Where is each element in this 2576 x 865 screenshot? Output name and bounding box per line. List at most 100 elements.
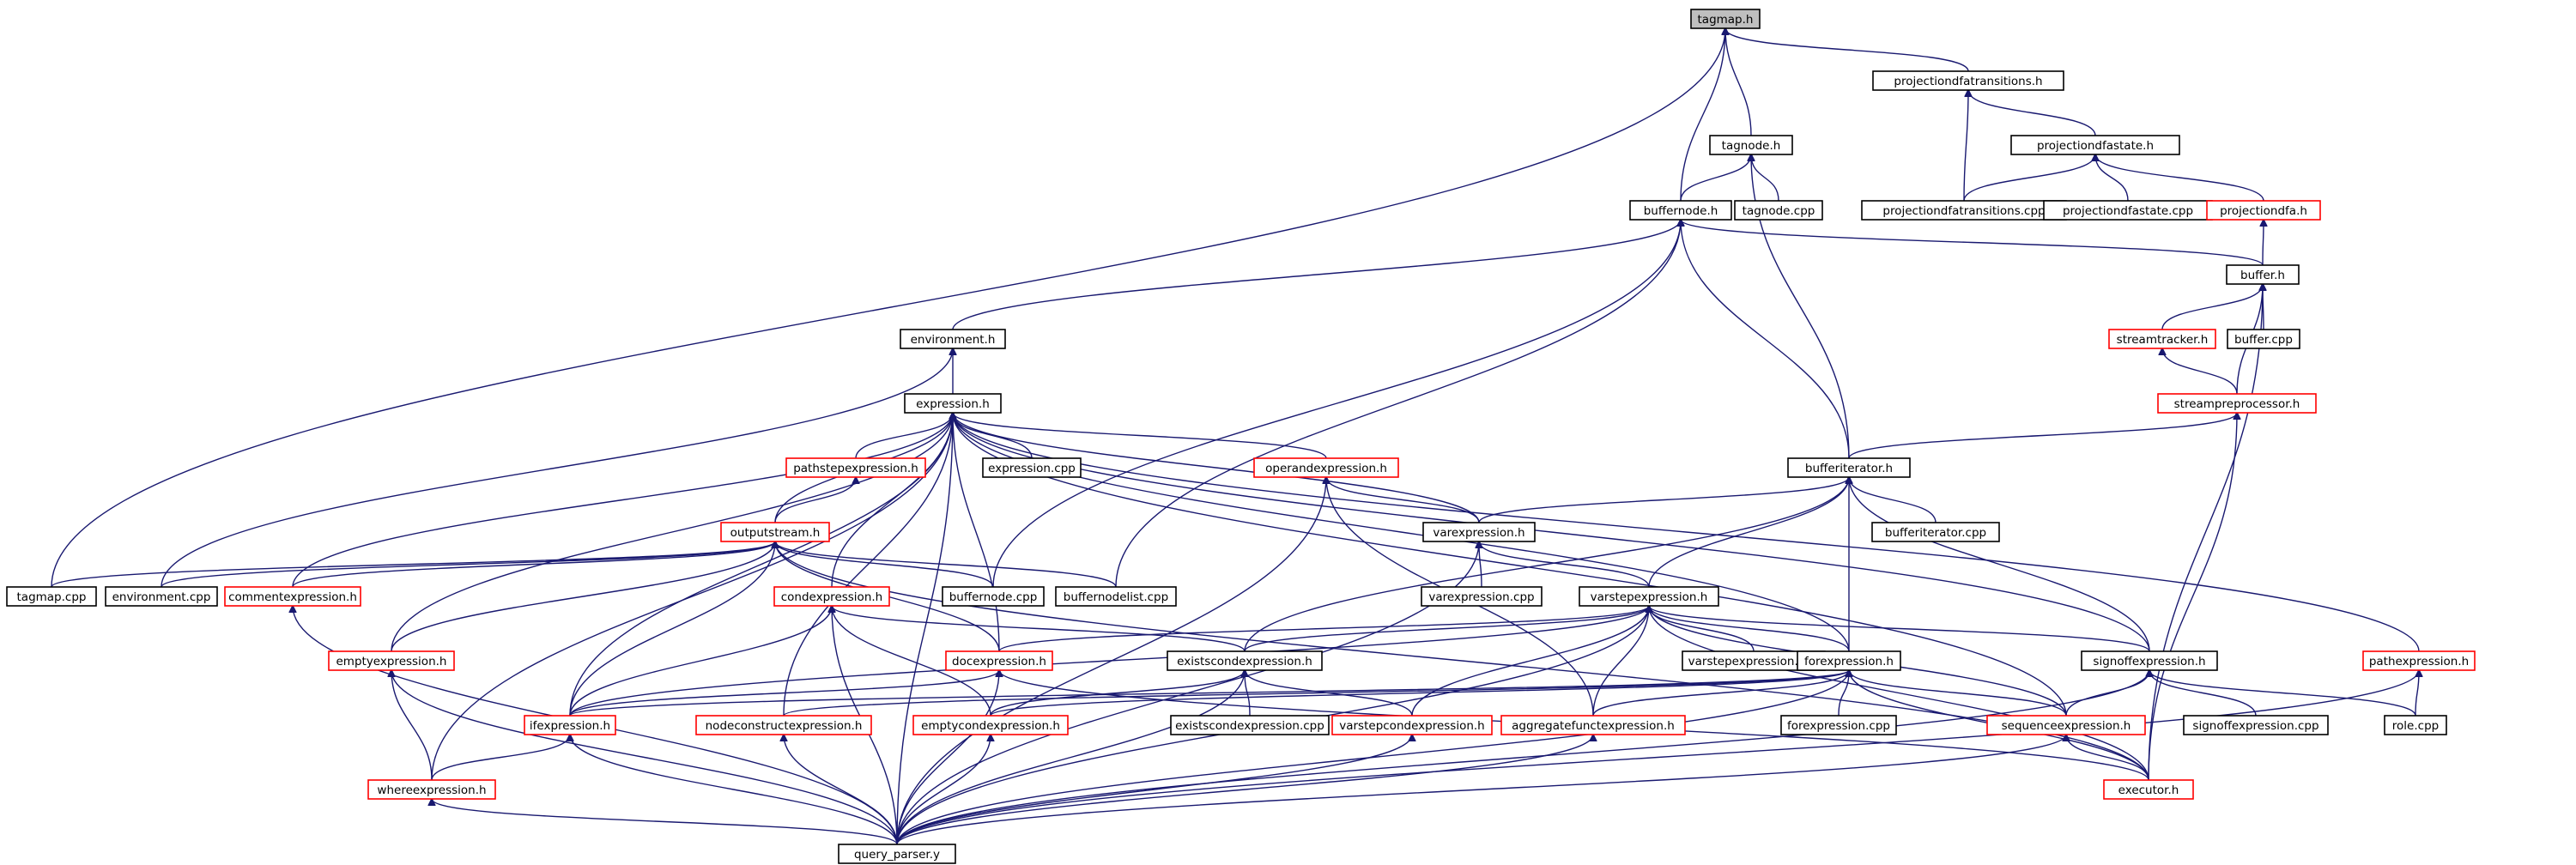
node-bufferiterator-h[interactable]: bufferiterator.h [1787, 457, 1911, 478]
node-projectiondfatransitions-cpp[interactable]: projectiondfatransitions.cpp [1861, 200, 2067, 221]
node-bufferiterator-cpp[interactable]: bufferiterator.cpp [1871, 522, 2000, 542]
node-streampreprocessor-h[interactable]: streampreprocessor.h [2157, 393, 2317, 414]
node-label: projectiondfatransitions.cpp [1882, 204, 2045, 218]
edge-bufferiterator_h-to-tagnode_h [1751, 154, 1850, 459]
node-emptycondexpression-h[interactable]: emptycondexpression.h [912, 715, 1069, 735]
edge-commentexpression_h-to-outputstream_h [292, 541, 775, 588]
edge-ifexpression_h-to-varstepexpression_h [569, 606, 1649, 717]
node-environment-cpp[interactable]: environment.cpp [105, 586, 218, 607]
node-commentexpression-h[interactable]: commentexpression.h [224, 586, 361, 607]
edge-executor_h-to-buffer_h [2148, 284, 2263, 781]
node-label: emptycondexpression.h [921, 719, 1060, 733]
node-emptyexpression-h[interactable]: emptyexpression.h [328, 650, 455, 671]
edge-query_parser_y-to-expression_h [896, 413, 953, 845]
node-label: tagnode.h [1722, 139, 1781, 153]
node-label: emptyexpression.h [336, 655, 447, 668]
node-label: signoffexpression.cpp [2192, 719, 2318, 733]
edge-query_parser_y-to-varstepcondexpression_h [896, 735, 1412, 845]
node-varexpression-cpp[interactable]: varexpression.cpp [1421, 586, 1543, 607]
node-label: executor.h [2118, 783, 2179, 797]
edge-varstepexpression_h-to-varexpression_h [1479, 541, 1650, 588]
node-docexpression-h[interactable]: docexpression.h [945, 650, 1053, 671]
node-signoffexpression-cpp[interactable]: signoffexpression.cpp [2183, 715, 2329, 735]
edge-ifexpression_h-to-condexpression_h [569, 606, 832, 717]
node-expression-h[interactable]: expression.h [904, 393, 1002, 414]
node-existscondexpression-cpp[interactable]: existscondexpression.cpp [1170, 715, 1330, 735]
node-label: whereexpression.h [377, 783, 486, 797]
node-label: projectiondfastate.h [2037, 139, 2154, 153]
node-tagmap-h[interactable]: tagmap.h [1690, 9, 1761, 29]
node-condexpression-h[interactable]: condexpression.h [773, 586, 890, 607]
node-ifexpression-h[interactable]: ifexpression.h [524, 715, 616, 735]
node-tagnode-h[interactable]: tagnode.h [1709, 135, 1793, 155]
node-buffernode-h[interactable]: buffernode.h [1629, 200, 1732, 221]
node-pathexpression-h[interactable]: pathexpression.h [2362, 650, 2476, 671]
edge-commentexpression_h-to-expression_h [292, 413, 953, 588]
node-tagmap-cpp[interactable]: tagmap.cpp [6, 586, 97, 607]
node-forexpression-h[interactable]: forexpression.h [1797, 650, 1901, 671]
node-role-cpp[interactable]: role.cpp [2384, 715, 2447, 735]
node-label: varstepexpression.cpp [1688, 655, 1820, 668]
node-projectiondfa-h[interactable]: projectiondfa.h [2206, 200, 2321, 221]
node-box [942, 586, 1045, 607]
node-box [1579, 586, 1719, 607]
edge-existscondexpression_h-to-varstepexpression_h [1244, 606, 1649, 652]
node-box [2384, 715, 2447, 735]
node-projectiondfastate-h[interactable]: projectiondfastate.h [2010, 135, 2180, 155]
node-varstepcondexpression-h[interactable]: varstepcondexpression.h [1331, 715, 1493, 735]
node-box [1055, 586, 1177, 607]
node-expression-cpp[interactable]: expression.cpp [982, 457, 1082, 478]
node-box [2157, 393, 2317, 414]
node-streamtracker-h[interactable]: streamtracker.h [2108, 329, 2216, 349]
node-tagnode-cpp[interactable]: tagnode.cpp [1734, 200, 1823, 221]
edge-projectiondfa_h-to-projectiondfastate_h [2095, 154, 2264, 202]
node-label: condexpression.h [781, 590, 882, 604]
node-label: ifexpression.h [530, 719, 610, 733]
node-label: forexpression.cpp [1787, 719, 1890, 733]
node-varstepexpression-cpp[interactable]: varstepexpression.cpp [1682, 650, 1826, 671]
node-label: environment.cpp [112, 590, 211, 604]
node-whereexpression-h[interactable]: whereexpression.h [367, 779, 496, 800]
node-existscondexpression-h[interactable]: existscondexpression.h [1167, 650, 1323, 671]
node-box [524, 715, 616, 735]
node-pathstepexpression-h[interactable]: pathstepexpression.h [785, 457, 926, 478]
edge-varexpression_h-to-expression_h [953, 413, 1480, 523]
edge-pathstepexpression_h-to-expression_h [855, 413, 953, 459]
node-label: tagmap.h [1698, 13, 1754, 27]
edge-emptycondexpression_h-to-condexpression_h [832, 606, 991, 717]
node-outputstream-h[interactable]: outputstream.h [720, 522, 830, 542]
node-box [1871, 522, 2000, 542]
node-operandexpression-h[interactable]: operandexpression.h [1253, 457, 1399, 478]
node-label: nodeconstructexpression.h [706, 719, 863, 733]
node-environment-h[interactable]: environment.h [900, 329, 1006, 349]
node-label: varstepexpression.h [1591, 590, 1708, 604]
edge-signoffexpression_h-to-bufferiterator_h [1849, 477, 2150, 652]
node-label: sequenceexpression.h [2002, 719, 2131, 733]
node-signoffexpression-h[interactable]: signoffexpression.h [2081, 650, 2218, 671]
edge-projectiondfatransitions_cpp-to-projectiondfastate_h [1963, 154, 2095, 202]
edge-buffernodelist_cpp-to-outputstream_h [775, 541, 1117, 588]
node-executor-h[interactable]: executor.h [2103, 779, 2194, 800]
edge-tagmap_cpp-to-tagmap_h [51, 28, 1725, 588]
node-label: pathstepexpression.h [793, 462, 918, 475]
node-buffer-h[interactable]: buffer.h [2226, 264, 2300, 285]
node-label: streamtracker.h [2117, 333, 2209, 347]
node-box [838, 844, 956, 864]
node-projectiondfatransitions-h[interactable]: projectiondfatransitions.h [1872, 70, 2064, 91]
node-box [1500, 715, 1686, 735]
node-label: buffer.cpp [2234, 333, 2293, 347]
edge-projectiondfastate_h-to-projectiondfatransitions_h [1968, 90, 2096, 136]
node-label: projectiondfa.h [2220, 204, 2307, 218]
node-buffernodelist-cpp[interactable]: buffernodelist.cpp [1055, 586, 1177, 607]
node-nodeconstructexpression-h[interactable]: nodeconstructexpression.h [695, 715, 872, 735]
node-projectiondfastate-cpp[interactable]: projectiondfastate.cpp [2043, 200, 2213, 221]
node-varexpression-h[interactable]: varexpression.h [1422, 522, 1536, 542]
node-sequenceexpression-h[interactable]: sequenceexpression.h [1986, 715, 2146, 735]
node-forexpression-cpp[interactable]: forexpression.cpp [1780, 715, 1897, 735]
node-buffer-cpp[interactable]: buffer.cpp [2227, 329, 2300, 349]
node-buffernode-cpp[interactable]: buffernode.cpp [942, 586, 1045, 607]
node-box [328, 650, 455, 671]
node-aggregatefunctexpression-h[interactable]: aggregatefunctexpression.h [1500, 715, 1686, 735]
node-query-parser-y[interactable]: query_parser.y [838, 844, 956, 864]
node-varstepexpression-h[interactable]: varstepexpression.h [1579, 586, 1719, 607]
